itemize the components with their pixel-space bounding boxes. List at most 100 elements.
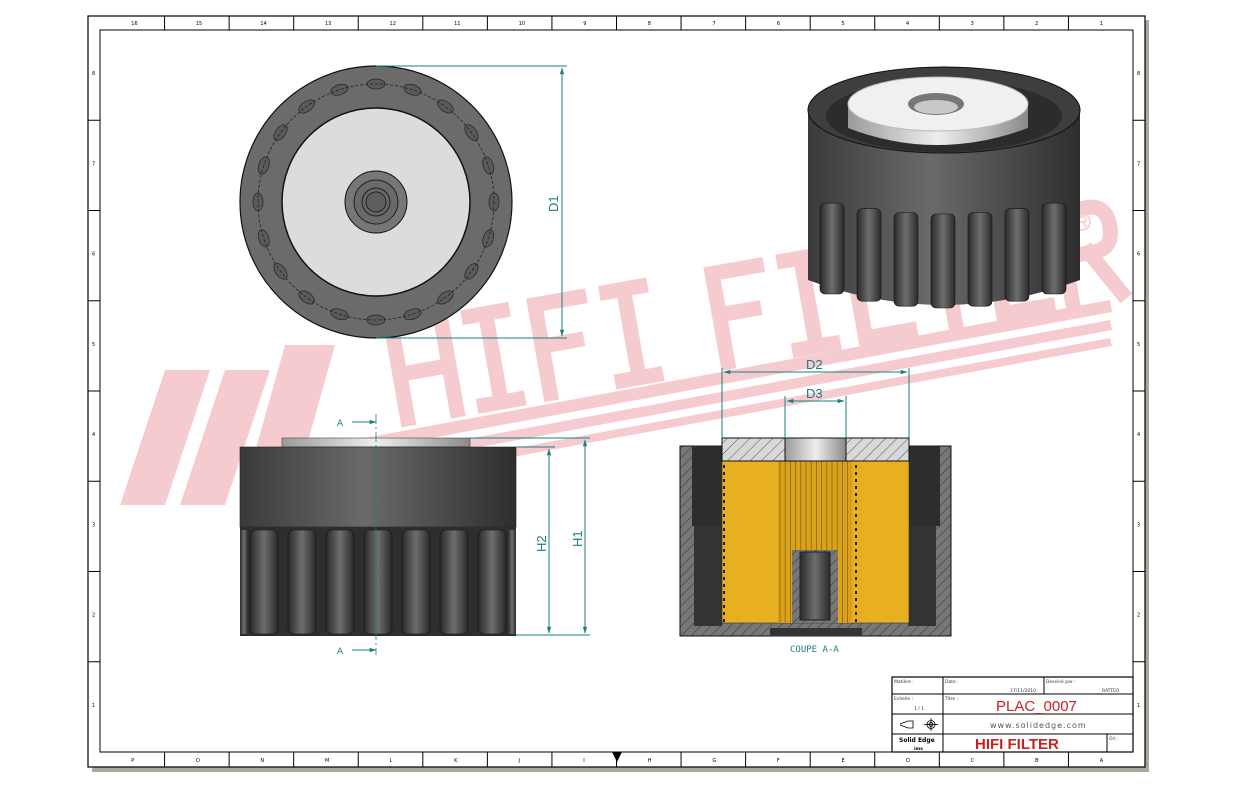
watermark-letter	[526, 288, 588, 403]
zone-label-top: 9	[583, 21, 586, 27]
zone-label-top: 16	[131, 21, 137, 27]
scale-label: Echelle :	[894, 696, 913, 702]
section-caption: COUPE A-A	[790, 645, 839, 655]
drawn-by-value: RATTEO	[1102, 688, 1120, 694]
rib	[1041, 202, 1067, 295]
software-name: Solid Edge	[899, 737, 935, 744]
projection-symbol-icon	[899, 718, 938, 731]
rib	[249, 529, 279, 635]
zone-label-bottom: H	[648, 758, 652, 764]
rib	[401, 529, 431, 635]
watermark-stripe	[300, 320, 1112, 480]
zone-label-bottom: P	[131, 758, 134, 764]
zone-label-bottom: N	[260, 758, 264, 764]
scale-value: 1 / 1	[914, 706, 924, 712]
zone-markers: 16P15O14N13M12L11K10J9I8H7G6F5E4D3C2B1A8…	[88, 16, 1145, 767]
rib	[1004, 208, 1030, 302]
title-block: Matière : Date : 17/11/2010 Dessiné par …	[891, 676, 1134, 753]
zone-label-top: 11	[454, 21, 460, 27]
watermark-letter	[597, 277, 665, 390]
rib	[363, 529, 393, 635]
zone-label-top: 2	[1035, 21, 1038, 27]
zone-label-top: 7	[712, 21, 715, 27]
rib	[819, 202, 845, 295]
zone-label-bottom: O	[196, 758, 200, 764]
isometric-view	[807, 66, 1081, 309]
zone-label-bottom: C	[971, 758, 975, 764]
zone-label-right: 5	[1137, 342, 1140, 348]
zone-label-bottom: L	[390, 758, 393, 764]
rib	[930, 213, 956, 309]
zone-label-top: 15	[196, 21, 202, 27]
watermark-stripe	[120, 370, 210, 505]
rib	[240, 530, 248, 634]
rib	[856, 208, 882, 302]
zone-label-right: 3	[1137, 522, 1140, 528]
zone-label-left: 1	[92, 703, 95, 709]
rib	[287, 529, 317, 635]
rib	[477, 529, 507, 635]
zone-label-bottom: G	[712, 758, 716, 764]
top-view: D1	[239, 65, 567, 339]
watermark-letter	[460, 301, 527, 414]
zone-label-bottom: M	[325, 758, 329, 764]
rib	[508, 530, 516, 634]
zone-label-right: 4	[1137, 432, 1140, 438]
software-sub: ims	[914, 746, 923, 752]
watermark-letter	[1048, 199, 1133, 311]
zone-label-bottom: D	[906, 758, 910, 764]
date-label: Date :	[945, 679, 959, 685]
company-name: HIFI FILTER	[975, 736, 1059, 753]
rib	[439, 529, 469, 635]
watermark-stripe	[300, 300, 1112, 462]
drawn-by-label: Dessiné par :	[1046, 678, 1076, 685]
zone-label-top: 4	[906, 21, 909, 27]
zone-label-bottom: F	[777, 758, 780, 764]
zone-label-bottom: K	[454, 758, 458, 764]
dimension-h1: H1	[570, 530, 585, 547]
watermark-letter	[703, 257, 766, 371]
zone-label-left: 8	[92, 71, 95, 77]
zone-label-top: 12	[390, 21, 396, 27]
dimension-d2: D2	[806, 357, 823, 372]
zone-label-right: 8	[1137, 71, 1140, 77]
zone-label-right: 7	[1137, 161, 1140, 167]
zone-label-bottom: I	[583, 758, 584, 764]
zone-label-bottom: E	[841, 758, 844, 764]
watermark-stripe	[180, 370, 270, 505]
zone-label-top: 8	[648, 21, 651, 27]
zone-label-left: 3	[92, 522, 95, 528]
rib	[893, 212, 919, 307]
material-label: Matière :	[894, 678, 914, 685]
zone-label-right: 2	[1137, 613, 1140, 619]
side-view: A A H2 H1	[239, 414, 590, 657]
zone-label-bottom: A	[1100, 758, 1104, 764]
zone-label-left: 6	[92, 252, 95, 258]
zone-label-left: 4	[92, 432, 95, 438]
section-marker-top: A	[337, 419, 344, 429]
title-label: Titre :	[944, 696, 958, 702]
dimension-d1: D1	[546, 195, 561, 212]
zone-label-top: 5	[841, 21, 844, 27]
date-value: 17/11/2010	[1010, 688, 1036, 694]
website: www.solidedge.com	[990, 721, 1087, 730]
zone-label-left: 5	[92, 342, 95, 348]
ori-label: Ori :	[1109, 736, 1119, 742]
zone-label-left: 2	[92, 613, 95, 619]
zone-label-left: 7	[92, 161, 95, 167]
zone-label-bottom: J	[518, 758, 520, 764]
rib	[967, 212, 993, 307]
dimension-h2: H2	[534, 535, 549, 552]
section-marker-bottom: A	[337, 647, 344, 657]
watermark-letter	[383, 312, 466, 428]
zone-label-top: 14	[260, 21, 266, 27]
centering-mark-icon	[612, 752, 622, 762]
zone-label-top: 13	[325, 21, 331, 27]
zone-label-top: 3	[971, 21, 974, 27]
zone-label-right: 1	[1137, 703, 1140, 709]
zone-label-top: 10	[519, 21, 525, 27]
zone-label-bottom: B	[1035, 758, 1039, 764]
zone-label-top: 6	[777, 21, 780, 27]
rib	[325, 529, 355, 635]
